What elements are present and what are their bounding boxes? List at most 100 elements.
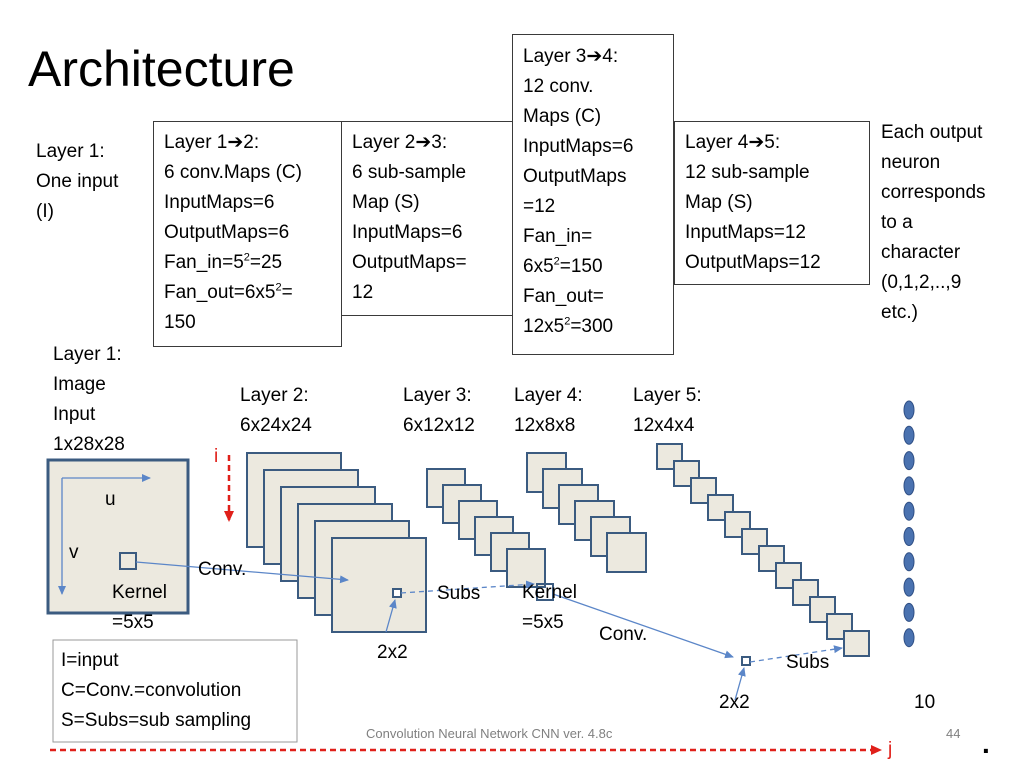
- layer4-label-line: 12x8x8: [514, 415, 576, 436]
- box34-line: Fan_in=: [523, 226, 593, 247]
- subs-label-1: Subs: [437, 583, 481, 604]
- layer5-feature-map: [775, 562, 802, 589]
- layer5-label-line: Layer 5:: [633, 385, 702, 406]
- output-neuron: [903, 527, 915, 546]
- box12-heading: Layer 1➔2:: [164, 132, 260, 153]
- layer1-description: Layer 1: One input (I): [36, 137, 118, 227]
- legend-box: [52, 639, 298, 743]
- box12-fan-in: Fan_in=52=25: [164, 251, 283, 273]
- subsample-square-layer2: [392, 588, 402, 598]
- box34-line: Fan_out=: [523, 286, 604, 307]
- box23-heading: Layer 2➔3:: [352, 132, 448, 153]
- layer4-label-line: Layer 4:: [514, 385, 583, 406]
- layer2-label-line: Layer 2:: [240, 385, 309, 406]
- output-neuron: [903, 602, 915, 622]
- output-neuron: [903, 451, 915, 471]
- i-label: i: [214, 446, 219, 467]
- layer4-5-box: Layer 4➔5: 12 sub-sample Map (S) InputMa…: [674, 121, 870, 285]
- output-desc-line: character: [881, 242, 961, 263]
- box45-line: 12 sub-sample: [685, 162, 810, 183]
- right-arrow-icon: ➔: [415, 132, 432, 153]
- footer-text: Convolution Neural Network CNN ver. 4.8c: [366, 726, 613, 741]
- layer1-2-box: Layer 1➔2: 6 conv.Maps (C) InputMaps=6 O…: [153, 121, 342, 347]
- twox2-pointer-a: [385, 599, 397, 633]
- layer4-label: Layer 4: 12x8x8: [514, 381, 583, 441]
- box12-line: OutputMaps=6: [164, 222, 290, 243]
- twox2-label-b: 2x2: [719, 692, 750, 713]
- layer5-feature-map: [673, 460, 700, 487]
- v-label: v: [69, 542, 79, 563]
- twox2-label-a: 2x2: [377, 642, 408, 663]
- layer2-feature-map: [331, 537, 427, 633]
- layer2-label: Layer 2: 6x24x24: [240, 381, 312, 441]
- kernel-label-2-line: =5x5: [522, 612, 564, 633]
- right-arrow-icon: ➔: [586, 46, 603, 67]
- subs-label-2: Subs: [786, 652, 830, 673]
- layer5-maps: [656, 443, 870, 657]
- layer3-label-line: Layer 3:: [403, 385, 472, 406]
- kernel-label-1: Kernel =5x5: [112, 578, 167, 638]
- twox2-pointer-b: [734, 667, 746, 701]
- output-neuron: [903, 501, 915, 521]
- layer1-desc-line: One input: [36, 171, 119, 192]
- kernel-label-1-line: Kernel: [112, 582, 167, 603]
- output-desc-line: to a: [881, 212, 913, 233]
- box23-line: InputMaps=6: [352, 222, 463, 243]
- box12-line: InputMaps=6: [164, 192, 275, 213]
- kernel-square-layer4: [536, 583, 554, 601]
- right-arrow-icon: ➔: [227, 132, 244, 153]
- layer3-label-line: 6x12x12: [403, 415, 475, 436]
- legend-line: I=input: [61, 650, 119, 671]
- box45-heading: Layer 4➔5:: [685, 132, 781, 153]
- conv-arrow-1: [135, 561, 349, 584]
- right-arrow-icon: ➔: [748, 132, 765, 153]
- box34-line: OutputMaps: [523, 166, 627, 187]
- conv-label-1: Conv.: [198, 559, 247, 580]
- layer5-feature-map: [741, 528, 768, 555]
- legend-line: C=Conv.=convolution: [61, 680, 242, 701]
- trailing-dot: .: [982, 728, 990, 759]
- output-neuron: [903, 628, 915, 648]
- box12-line: 150: [164, 312, 196, 333]
- layer3-4-box: Layer 3➔4: 12 conv. Maps (C) InputMaps=6…: [512, 34, 674, 355]
- box12-fan-out: Fan_out=6x52=: [164, 281, 293, 303]
- output-neuron: [903, 577, 915, 597]
- box23-line: OutputMaps=: [352, 252, 467, 273]
- box34-heading: Layer 3➔4:: [523, 46, 619, 67]
- box45-line: OutputMaps=12: [685, 252, 821, 273]
- subsample-square-layer5: [741, 656, 751, 666]
- kernel-label-1-line: =5x5: [112, 612, 154, 633]
- layer3-label: Layer 3: 6x12x12: [403, 381, 475, 441]
- box34-fan-out: 12x52=300: [523, 315, 614, 337]
- output-desc-line: Each output: [881, 122, 983, 143]
- box23-line: 6 sub-sample: [352, 162, 467, 183]
- legend-line: S=Subs=sub sampling: [61, 710, 252, 731]
- layer4-maps: [526, 452, 647, 573]
- layer3-maps: [426, 468, 546, 588]
- output-neuron: [903, 425, 915, 445]
- layer1-desc-line: Layer 1:: [36, 141, 105, 162]
- u-label: u: [105, 489, 116, 510]
- subs-arrow-2: [749, 645, 843, 663]
- output-desc-line: (0,1,2,..,9: [881, 272, 962, 293]
- kernel-square-input: [119, 552, 137, 570]
- layer5-feature-map: [843, 630, 870, 657]
- conv-arrow-2: [552, 593, 734, 659]
- output-desc-line: corresponds: [881, 182, 986, 203]
- layer5-label: Layer 5: 12x4x4: [633, 381, 702, 441]
- box34-line: =12: [523, 196, 556, 217]
- image-input-line: Image: [53, 374, 106, 395]
- box23-line: Map (S): [352, 192, 420, 213]
- box34-line: 12 conv.: [523, 76, 594, 97]
- output-count-label: 10: [914, 692, 936, 713]
- box23-line: 12: [352, 282, 374, 303]
- layer1-desc-line: (I): [36, 201, 54, 222]
- legend-text: I=input C=Conv.=convolution S=Subs=sub s…: [61, 646, 251, 736]
- box45-line: Map (S): [685, 192, 753, 213]
- box12-line: 6 conv.Maps (C): [164, 162, 302, 183]
- output-neuron: [903, 400, 915, 420]
- layer4-feature-map: [606, 532, 647, 573]
- conv-label-2: Conv.: [599, 624, 648, 645]
- output-desc-line: etc.): [881, 302, 918, 323]
